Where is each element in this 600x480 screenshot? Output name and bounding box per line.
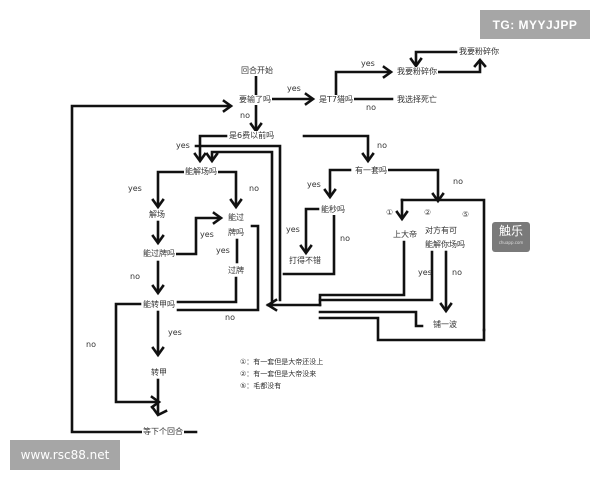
node-armor: 转甲 xyxy=(150,368,168,378)
logo-sub-text: chuapp.com xyxy=(498,240,524,245)
label-yes: yes xyxy=(200,230,214,239)
arrowhead xyxy=(299,244,313,256)
node-clear: 解场 xyxy=(148,210,166,220)
label-yes: yes xyxy=(287,84,301,93)
node-round-start: 回合开始 xyxy=(240,66,274,76)
legend: ①：有一套但是大帝还没上 ②：有一套但是大帝没来 ⑤：毛都没有 xyxy=(240,356,323,392)
edge-6-yes xyxy=(198,134,228,162)
node-smash-you-2: 我要粉碎你 xyxy=(458,47,500,57)
watermark-logo: 触乐 chuapp.com xyxy=(492,222,530,252)
edge-next-round-loop xyxy=(70,104,232,434)
node-is-t7: 是T7猎吗 xyxy=(318,95,354,105)
arrowhead xyxy=(304,92,316,106)
arrowhead xyxy=(205,152,219,164)
edge-opp-yes xyxy=(318,250,434,302)
arrowhead xyxy=(212,211,224,225)
label-yes: yes xyxy=(216,246,230,255)
watermark-url: www.rsc88.net xyxy=(10,440,120,470)
edge-t7-yes xyxy=(334,70,392,96)
legend-item: ②：有一套但是大帝没来 xyxy=(240,370,317,378)
arrowhead xyxy=(395,210,409,222)
node-opp-can-clear-a: 对方有可 xyxy=(424,226,458,236)
label-no: no xyxy=(377,141,387,150)
node-can-pass-card-2a: 能过 xyxy=(227,213,245,223)
label-no: no xyxy=(452,268,462,277)
node-has-set: 有一套吗 xyxy=(354,166,388,176)
arrowhead xyxy=(473,57,487,68)
node-can-armor: 能转甲吗 xyxy=(142,300,176,310)
node-about-to-lose: 要输了吗 xyxy=(238,95,272,105)
edge-return-b xyxy=(194,144,282,302)
arrowhead xyxy=(382,65,394,79)
arrowhead xyxy=(151,346,165,358)
edge-set-yes xyxy=(328,168,352,198)
label-yes: yes xyxy=(176,141,190,150)
edge-kill-yes xyxy=(304,207,320,254)
label-no: no xyxy=(130,272,140,281)
label-yes: yes xyxy=(128,184,142,193)
edge-clear-yes xyxy=(156,170,186,208)
edge-nothing-back xyxy=(318,316,486,342)
arrowhead xyxy=(151,284,165,296)
arrowhead xyxy=(409,57,423,69)
arrowhead xyxy=(151,234,165,246)
node-played-well: 打得不错 xyxy=(288,256,322,266)
label-no: no xyxy=(453,177,463,186)
edge-return-a xyxy=(210,150,274,307)
label-yes: yes xyxy=(418,268,432,277)
edge-pass2-no xyxy=(176,224,260,312)
node-big-emperor: 上大帝 xyxy=(392,230,418,240)
node-can-clear: 能解场吗 xyxy=(184,167,218,177)
label-no: no xyxy=(225,313,235,322)
node-smash-you: 我要粉碎你 xyxy=(396,67,438,77)
legend-item: ①：有一套但是大帝还没上 xyxy=(240,358,324,366)
edge-smash-loop-right xyxy=(436,60,482,74)
watermark-tg: TG: MYYJJPP xyxy=(480,10,590,39)
node-gamble: 铺一波 xyxy=(432,320,458,330)
node-pass-card: 过牌 xyxy=(227,266,245,276)
label-yes: yes xyxy=(361,59,375,68)
node-can-pass-card: 能过牌吗 xyxy=(142,249,176,259)
arrowhead xyxy=(361,152,375,164)
node-opp-can-clear-b: 能解你场吗 xyxy=(424,240,466,250)
label-no: no xyxy=(86,340,96,349)
arrowhead xyxy=(222,99,234,113)
label-no: no xyxy=(240,111,250,120)
label-no: no xyxy=(340,234,350,243)
label-no: no xyxy=(366,103,376,112)
label-yes: yes xyxy=(286,225,300,234)
edge-clear-no xyxy=(212,170,238,208)
node-can-pass-card-2b: 牌吗 xyxy=(227,228,245,238)
edge-pass-to-armor xyxy=(176,276,238,304)
branch-marker-1: ① xyxy=(386,208,394,217)
arrowhead xyxy=(229,198,243,210)
node-before-6-mana: 是6费以前吗 xyxy=(228,131,276,141)
arrowhead xyxy=(151,198,165,210)
edge-6-no xyxy=(302,134,370,162)
branch-marker-2: ② xyxy=(424,208,432,217)
node-can-kill: 能秒吗 xyxy=(320,205,346,215)
legend-item: ⑤：毛都没有 xyxy=(240,382,282,390)
arrowhead xyxy=(151,406,168,417)
node-choose-death: 我选择死亡 xyxy=(396,95,438,105)
edge-kill-no xyxy=(282,210,336,276)
edge-armor-no xyxy=(114,302,160,404)
label-yes: yes xyxy=(307,180,321,189)
label-no: no xyxy=(249,184,259,193)
edge-set-no xyxy=(386,168,440,202)
edge-split xyxy=(400,198,486,332)
edge-pass1-yes xyxy=(174,216,222,256)
edge-gamble-back xyxy=(318,310,424,328)
branch-marker-5: ⑤ xyxy=(462,210,470,219)
arrowhead xyxy=(323,188,337,200)
label-yes: yes xyxy=(168,328,182,337)
arrowhead xyxy=(439,302,453,314)
edge-smash-loop-left xyxy=(414,50,458,66)
logo-main-text: 触乐 xyxy=(498,224,523,238)
arrowhead xyxy=(193,152,207,164)
node-next-round: 等下个回合 xyxy=(142,427,184,437)
